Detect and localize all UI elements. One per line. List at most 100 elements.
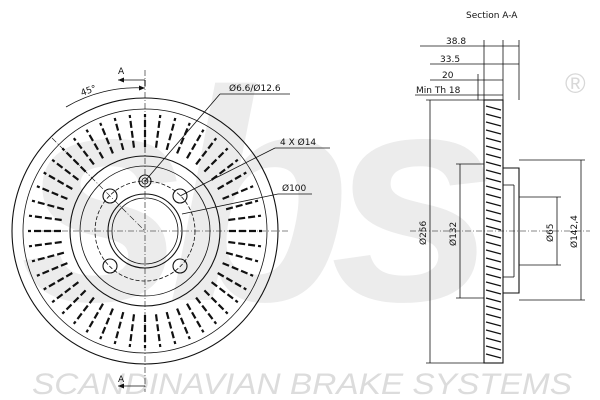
section-vent-mark	[485, 329, 502, 335]
vent-slot	[72, 137, 95, 166]
dia-outer: Ø256	[418, 220, 429, 245]
section-arrowhead-bottom	[118, 383, 124, 389]
vent-slot	[51, 281, 80, 304]
section-vent-mark	[485, 265, 502, 271]
stud-hole	[172, 188, 188, 204]
section-vent-mark	[485, 209, 502, 215]
vent-slot	[176, 308, 191, 340]
vent-slot	[72, 296, 95, 325]
section-vent-mark	[485, 217, 502, 223]
section-vent-mark	[485, 145, 502, 151]
vent-slot	[165, 117, 177, 151]
vent-slot	[99, 308, 114, 340]
dia-hat: Ø142,4	[569, 215, 580, 248]
section-vent-mark	[485, 297, 502, 303]
section-vent-mark	[485, 121, 502, 127]
section-vent-mark	[485, 113, 502, 119]
vent-slot	[195, 296, 218, 325]
section-arrowhead-top	[118, 77, 124, 83]
vent-slot	[61, 289, 87, 315]
section-vent-mark	[485, 225, 502, 231]
friction-ring-section	[483, 99, 504, 364]
vent-slot	[217, 171, 247, 190]
vent-slot	[222, 262, 254, 277]
stud-hole	[102, 188, 118, 204]
section-vent-mark	[485, 241, 502, 247]
angle-arrowhead	[139, 85, 145, 91]
pcd-spec: Ø100	[282, 183, 307, 194]
vent-slot	[165, 311, 177, 345]
leader-stud-holes	[179, 147, 276, 197]
vent-slot	[36, 262, 68, 277]
section-vent-mark	[485, 249, 502, 255]
section-vent-mark	[485, 345, 502, 351]
section-vent-mark	[485, 353, 502, 359]
hat-section	[503, 167, 520, 294]
vent-slot	[228, 214, 262, 222]
width-overall: 38.8	[446, 37, 466, 47]
min-thickness: Min Th 18	[416, 86, 461, 96]
section-vent-mark	[485, 337, 502, 343]
registered-mark: ®	[565, 68, 586, 99]
section-title: Section A-A	[466, 11, 518, 21]
vent-slot	[217, 272, 247, 291]
vent-slot	[210, 281, 239, 304]
vent-slot	[176, 122, 191, 154]
section-vent-mark	[485, 273, 502, 279]
vent-slot	[225, 251, 259, 263]
vent-slot	[61, 147, 87, 173]
vent-slot	[195, 137, 218, 166]
vent-slot	[113, 117, 125, 151]
section-vent-mark	[485, 177, 502, 183]
vent-slot	[228, 240, 262, 248]
section-vent-mark	[485, 201, 502, 207]
vent-slot	[128, 314, 136, 348]
section-vent-mark	[485, 233, 502, 239]
section-vent-mark	[485, 105, 502, 111]
vent-slot	[28, 240, 62, 248]
angle-arc	[65, 87, 146, 108]
vent-slot	[203, 147, 229, 173]
section-marker-top: A	[118, 67, 125, 77]
section-vent-mark	[485, 257, 502, 263]
dia-inner-ring: Ø132	[448, 222, 459, 246]
section-marker-bottom: A	[118, 375, 125, 385]
vent-slot	[43, 171, 73, 190]
bolt-hole-spec: Ø6.6/Ø12.6	[229, 83, 281, 94]
vent-slot	[85, 303, 104, 333]
section-vent-mark	[485, 281, 502, 287]
stud-hole	[172, 258, 188, 274]
vent-slot	[28, 214, 62, 222]
vent-slot	[43, 272, 73, 291]
width-disc: 20	[442, 71, 454, 81]
vent-slot	[31, 251, 65, 263]
dia-center-bore: Ø65	[545, 223, 556, 242]
section-vent-mark	[485, 313, 502, 319]
footer-brand-text: SCANDINAVIAN BRAKE SYSTEMS	[32, 368, 572, 400]
vent-slot	[225, 199, 259, 211]
stud-holes-spec: 4 X Ø14	[280, 137, 316, 148]
vent-slot	[113, 311, 125, 345]
vent-slot	[51, 158, 80, 181]
section-vent-mark	[485, 305, 502, 311]
section-vent-mark	[485, 193, 502, 199]
leader-bolt-hole	[144, 93, 221, 182]
vent-slot	[186, 129, 205, 159]
section-vent-mark	[485, 321, 502, 327]
section-vent-mark	[485, 169, 502, 175]
vent-slot	[154, 114, 162, 148]
vent-slot	[222, 185, 254, 200]
section-vent-mark	[485, 153, 502, 159]
section-vent-mark	[485, 289, 502, 295]
watermark: sbs ® SCANDINAVIAN BRAKE SYSTEMS	[20, 28, 586, 400]
section-vent-mark	[485, 185, 502, 191]
vent-slot	[36, 185, 68, 200]
section-view: Section A-A 38.8 33.5 20 Min Th 18 Ø256	[410, 11, 590, 364]
stud-hole	[102, 258, 118, 274]
vent-slot	[210, 158, 239, 181]
front-view: A A 45° Ø6.6/Ø12.6 4 X Ø14 Ø100	[11, 67, 330, 392]
leader-pcd	[181, 193, 279, 215]
section-vent-mark	[485, 129, 502, 135]
vent-slot	[186, 303, 205, 333]
section-vent-mark	[485, 161, 502, 167]
